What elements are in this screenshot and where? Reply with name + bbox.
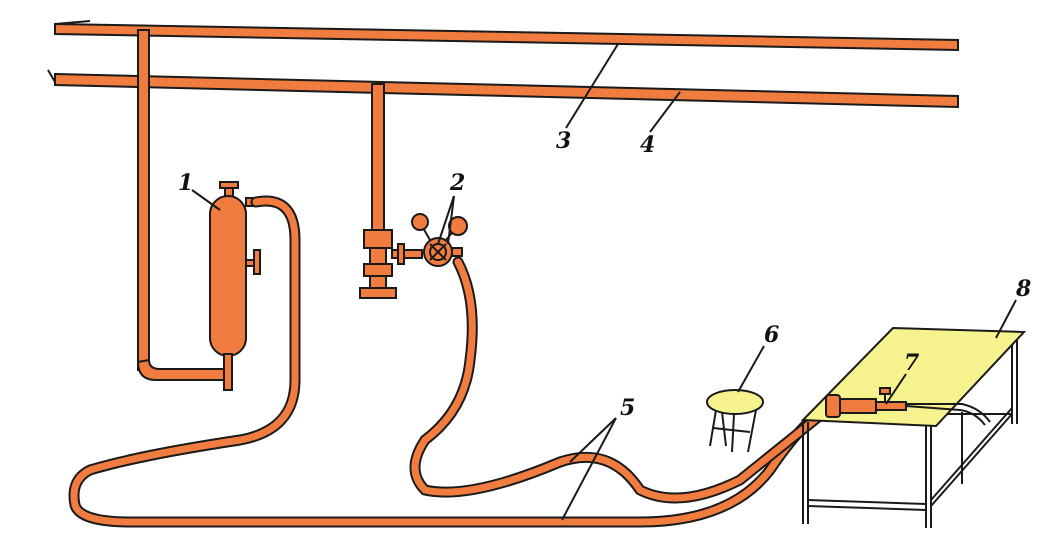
callout-5: 5	[561, 395, 635, 521]
callout-4: 4	[640, 91, 681, 158]
callout-label-3: 3	[556, 128, 571, 154]
callout-label-7: 7	[904, 350, 920, 376]
regulator	[411, 213, 468, 267]
callout-label-1: 1	[178, 170, 193, 196]
callout-label-8: 8	[1015, 276, 1031, 302]
upper-pipe	[54, 20, 959, 52]
callout-7: 7	[885, 350, 920, 405]
hoses	[68, 195, 838, 528]
oxygen-supply-drop	[359, 83, 423, 299]
lower-pipe	[47, 69, 959, 109]
callout-1: 1	[178, 170, 221, 211]
callout-3: 3	[556, 43, 619, 154]
torch	[825, 387, 991, 426]
callout-6: 6	[737, 322, 779, 393]
stool	[706, 389, 764, 453]
callout-label-5: 5	[620, 395, 635, 421]
callout-label-2: 2	[449, 170, 465, 196]
callout-label-4: 4	[640, 132, 655, 158]
callout-2: 2	[437, 170, 465, 245]
callout-label-6: 6	[764, 322, 779, 348]
cylinder	[209, 181, 261, 391]
callout-8: 8	[995, 276, 1031, 339]
